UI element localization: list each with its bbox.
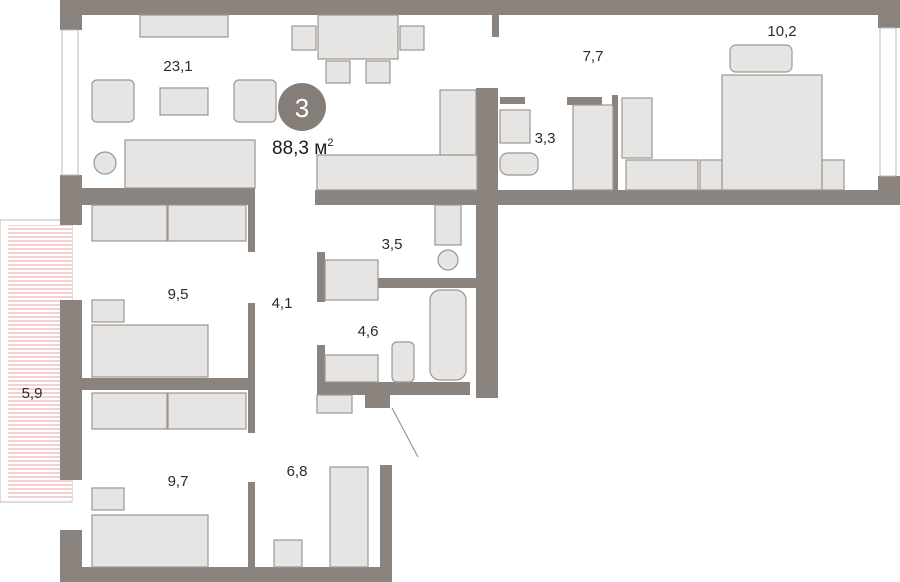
room-area-bath-master: 3,3 (535, 130, 556, 147)
room-area-dressing: 7,7 (583, 48, 604, 65)
room-area-bedroom-2: 9,7 (168, 473, 189, 490)
room-area-balcony: 5,9 (22, 385, 43, 402)
furniture (91, 14, 845, 568)
room-area-bathroom: 4,6 (358, 323, 379, 340)
room-area-entrance: 6,8 (287, 463, 308, 480)
room-area-laundry: 3,5 (382, 236, 403, 253)
windows (61, 27, 897, 177)
room-area-living: 23,1 (163, 58, 192, 75)
total-area: 88,3 м2 (272, 137, 333, 159)
rooms-count-badge: 3 (278, 83, 326, 131)
room-area-hall: 4,1 (272, 295, 293, 312)
room-area-bedroom-master: 10,2 (767, 23, 796, 40)
rooms-count: 3 (295, 93, 309, 123)
room-area-bedroom-1: 9,5 (168, 286, 189, 303)
walls (60, 0, 900, 582)
